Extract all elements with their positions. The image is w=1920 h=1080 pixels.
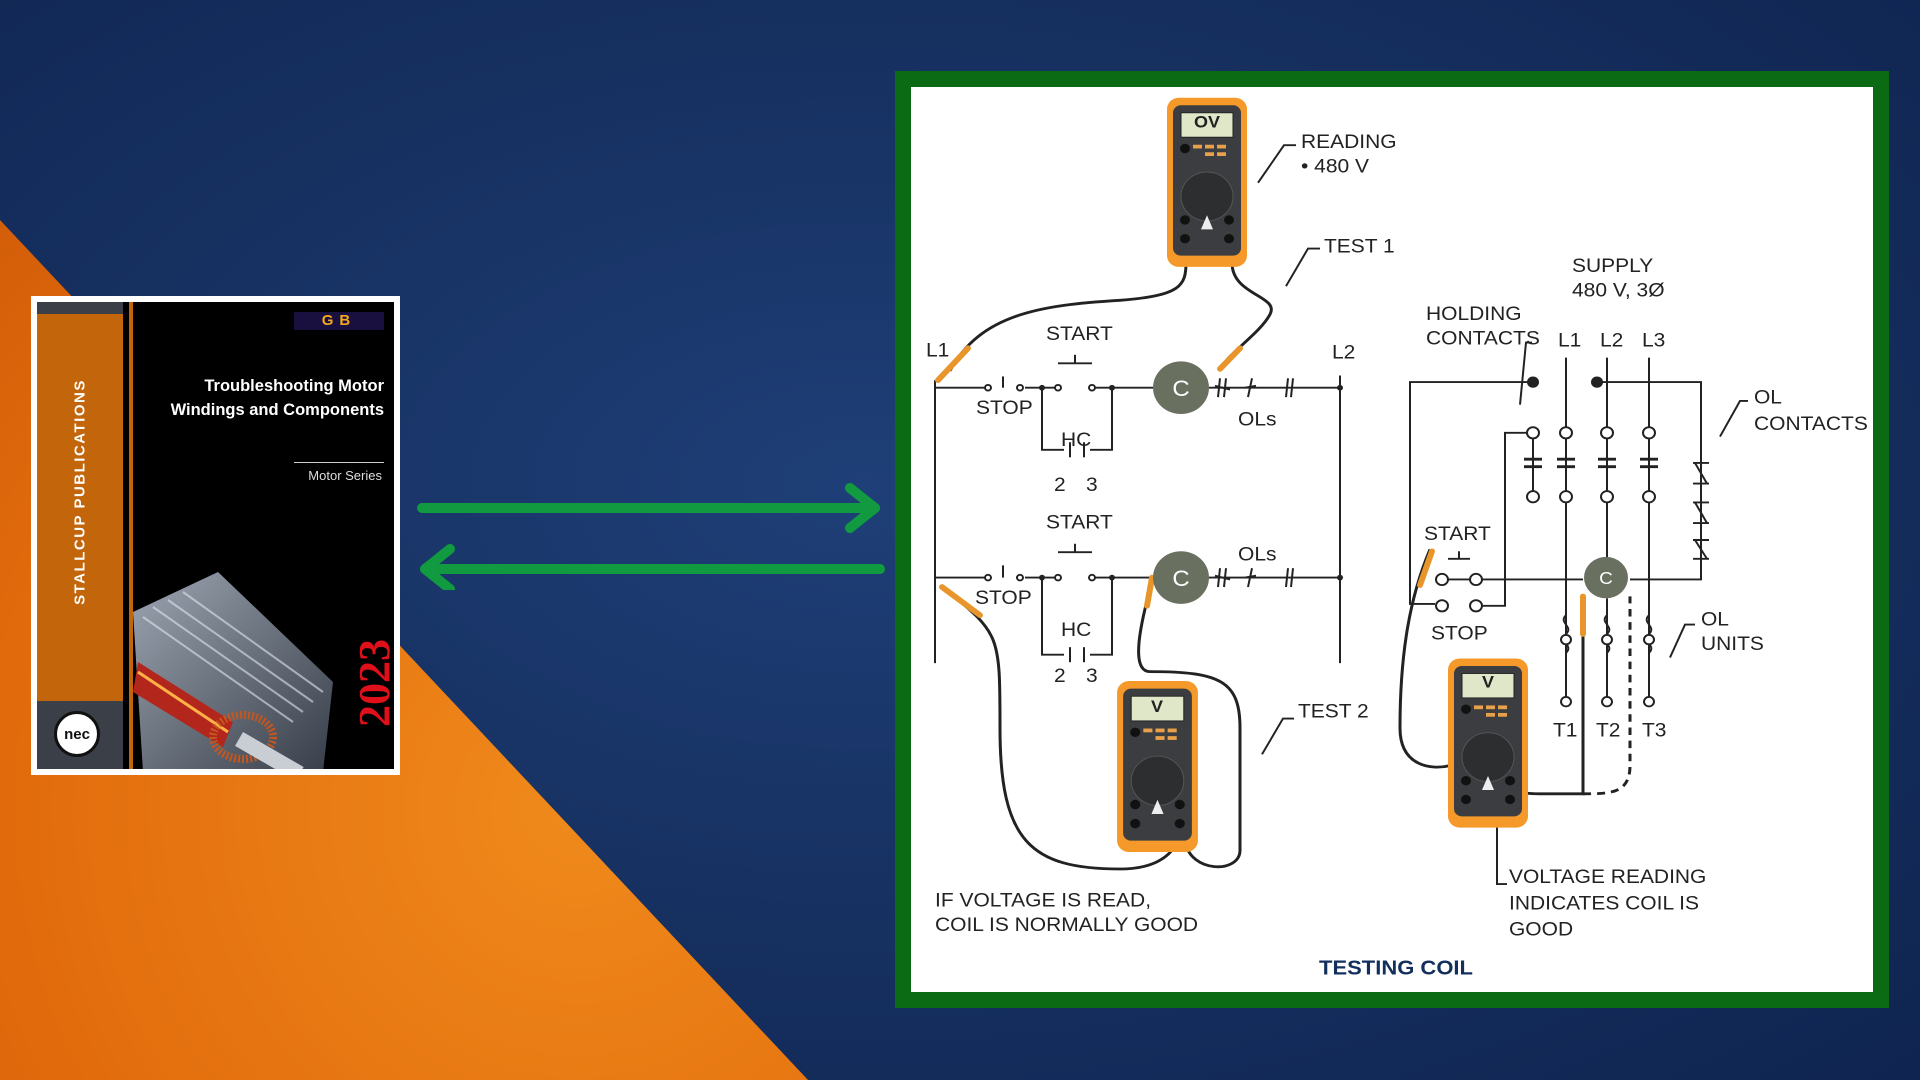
supply-label: SUPPLY xyxy=(1572,256,1654,277)
hc-terminal-2: 2 xyxy=(1054,475,1066,496)
diagram-canvas xyxy=(911,87,1873,992)
voltage-reading-note: VOLTAGE READING xyxy=(1509,867,1706,888)
diagram-title: TESTING COIL xyxy=(1319,956,1473,979)
svg-text:V: V xyxy=(1151,697,1163,716)
spine-top-band xyxy=(37,302,123,314)
bidirectional-arrows xyxy=(417,483,885,590)
holding-contacts-label: CONTACTS xyxy=(1426,328,1540,349)
t2-label: T2 xyxy=(1596,720,1620,741)
stop-label: STOP xyxy=(1431,623,1488,644)
voltage-reading-note: INDICATES COIL IS xyxy=(1509,893,1699,914)
ols-label: OLs xyxy=(1238,544,1276,565)
svg-text:V: V xyxy=(1482,672,1494,691)
multimeter-icon: OV xyxy=(1167,97,1247,268)
book-title: Troubleshooting Motor Windings and Compo… xyxy=(170,377,384,419)
start-label: START xyxy=(1046,512,1113,533)
coil-icon: C xyxy=(1153,361,1209,415)
reading-label: READING xyxy=(1301,132,1397,153)
hc-terminal-3: 3 xyxy=(1086,475,1098,496)
publisher-name: STALLCUP PUBLICATIONS xyxy=(71,379,89,605)
phase-l1-label: L1 xyxy=(1558,330,1581,351)
ol-units-label: UNITS xyxy=(1701,634,1764,655)
l1-label: L1 xyxy=(926,340,949,361)
ol-contacts-label: OL xyxy=(1754,387,1782,408)
svg-text:C: C xyxy=(1172,376,1189,401)
phase-l2-label: L2 xyxy=(1600,330,1623,351)
start-label: START xyxy=(1046,323,1113,344)
stop-label: STOP xyxy=(976,398,1033,419)
hc-label: HC xyxy=(1061,430,1091,451)
hc-terminal-3: 3 xyxy=(1086,665,1098,686)
testing-coil-diagram: C C C OV V V READING • 480 V TEST 1 TEST… xyxy=(926,97,1868,979)
hc-terminal-2: 2 xyxy=(1054,665,1066,686)
nec-logo: nec xyxy=(54,711,100,757)
arrow-right-icon xyxy=(417,483,880,533)
start-label: START xyxy=(1424,524,1491,545)
diagram-content: C C C OV V V READING • 480 V TEST 1 TEST… xyxy=(926,97,1868,979)
book-series: Motor Series xyxy=(308,468,382,483)
t1-label: T1 xyxy=(1553,720,1577,741)
motor-illustration xyxy=(133,572,333,769)
t3-label: T3 xyxy=(1642,720,1666,741)
svg-text:C: C xyxy=(1599,568,1613,588)
title-rule xyxy=(294,462,384,463)
gb-logo: GB xyxy=(294,312,384,330)
voltage-reading-note: GOOD xyxy=(1509,919,1573,940)
phase-l3-label: L3 xyxy=(1642,330,1665,351)
book-cover: STALLCUP PUBLICATIONS nec GB Troubleshoo… xyxy=(31,296,400,775)
holding-contacts-label: HOLDING xyxy=(1426,304,1522,325)
multimeter-icon: V xyxy=(1448,657,1528,829)
stop-label: STOP xyxy=(975,587,1032,608)
ols-label: OLs xyxy=(1238,409,1276,430)
note-line-2: COIL IS NORMALLY GOOD xyxy=(935,915,1198,936)
cover-spine xyxy=(37,302,123,769)
coil-icon: C xyxy=(1153,551,1209,604)
svg-text:C: C xyxy=(1172,566,1189,591)
l2-label: L2 xyxy=(1332,342,1355,363)
hc-label: HC xyxy=(1061,619,1091,640)
note-line-1: IF VOLTAGE IS READ, xyxy=(935,890,1151,911)
coil-icon: C xyxy=(1584,556,1628,599)
multimeter-icon: V xyxy=(1116,681,1199,853)
test1-label: TEST 1 xyxy=(1324,236,1395,257)
reading-value: • 480 V xyxy=(1301,156,1369,177)
test2-label: TEST 2 xyxy=(1298,701,1369,722)
spine-divider xyxy=(129,302,133,769)
svg-text:OV: OV xyxy=(1194,112,1220,131)
arrow-left-icon xyxy=(420,544,885,590)
supply-value: 480 V, 3Ø xyxy=(1572,280,1665,301)
ol-units-label: OL xyxy=(1701,609,1729,630)
ol-contacts-label: CONTACTS xyxy=(1754,414,1868,435)
